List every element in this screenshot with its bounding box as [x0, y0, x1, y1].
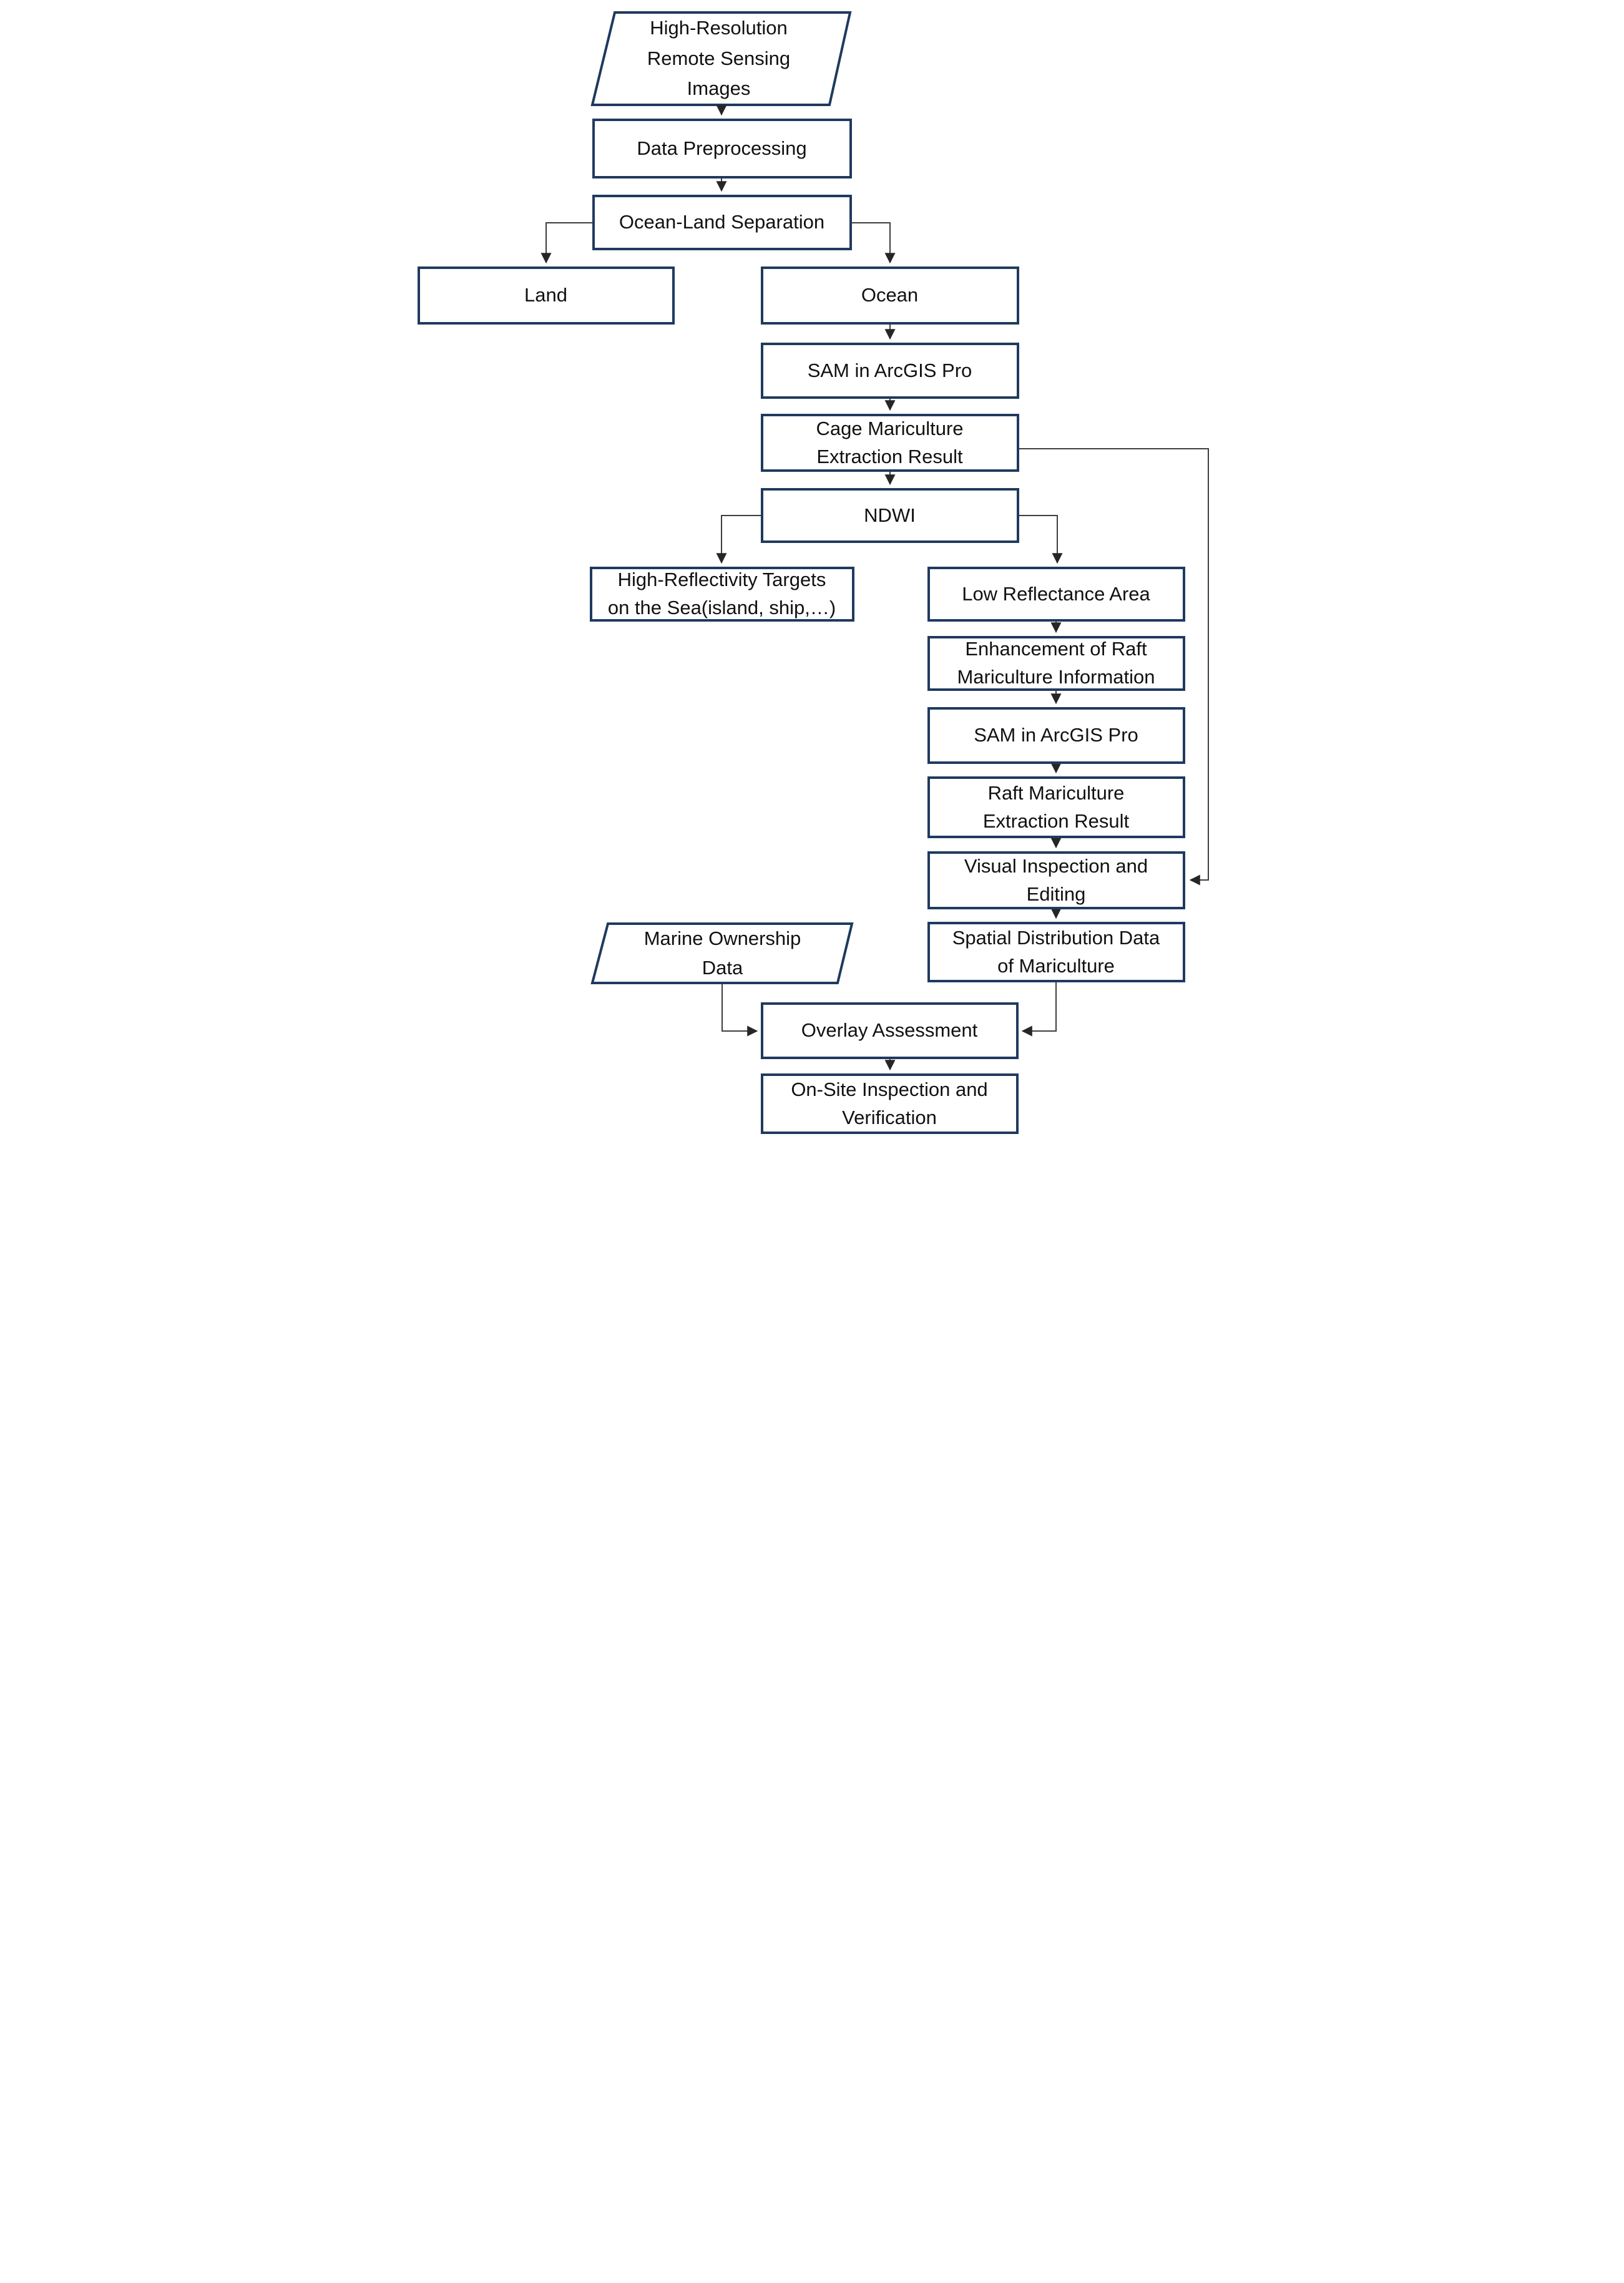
node-overlay-assessment: Overlay Assessment — [760, 1002, 1019, 1059]
node-high-resolution-remote-sensing-images: High-Resolution Remote Sensing Images — [647, 16, 791, 100]
edge-cage-visual-feedback — [1019, 448, 1209, 886]
edge-ndwi-lowrefl — [1019, 515, 1062, 564]
node-low-reflectance-area: Low Reflectance Area — [927, 567, 1185, 622]
edge-oceanland-ocean — [850, 222, 895, 264]
node-on-site-inspection-and-verification: On-Site Inspection and Verification — [760, 1073, 1019, 1134]
edge-spatial-overlay — [1021, 982, 1057, 1037]
parallelogram-shape-high-resolution-images — [590, 11, 851, 106]
node-high-reflectivity-targets: High-Reflectivity Targets on the Sea(isl… — [589, 567, 854, 622]
node-ndwi: NDWI — [760, 488, 1019, 543]
node-sam-in-arcgis-pro-1: SAM in ArcGIS Pro — [760, 343, 1019, 399]
node-land: Land — [417, 266, 675, 325]
node-cage-mariculture-extraction-result: Cage Mariculture Extraction Result — [760, 414, 1019, 472]
node-ocean: Ocean — [760, 266, 1019, 325]
flowchart-canvas: High-Resolution Remote Sensing Images Da… — [406, 0, 1218, 1142]
node-enhancement-of-raft-mariculture-information: Enhancement of Raft Mariculture Informat… — [927, 636, 1185, 691]
edge-oceanland-land — [541, 222, 592, 264]
edge-marine-overlay — [721, 983, 758, 1037]
node-spatial-distribution-data-of-mariculture: Spatial Distribution Data of Mariculture — [927, 922, 1185, 982]
node-marine-ownership-data: Marine Ownership Data — [643, 927, 801, 979]
parallelogram-shape-marine-ownership-data — [590, 922, 854, 984]
edge-ndwi-highrefl — [716, 515, 761, 564]
node-visual-inspection-and-editing: Visual Inspection and Editing — [927, 851, 1185, 909]
node-sam-in-arcgis-pro-2: SAM in ArcGIS Pro — [927, 707, 1185, 764]
node-ocean-land-separation: Ocean-Land Separation — [592, 195, 852, 250]
node-raft-mariculture-extraction-result: Raft Mariculture Extraction Result — [927, 776, 1185, 838]
flow-connectors — [541, 11, 1209, 1071]
node-data-preprocessing: Data Preprocessing — [592, 119, 852, 178]
